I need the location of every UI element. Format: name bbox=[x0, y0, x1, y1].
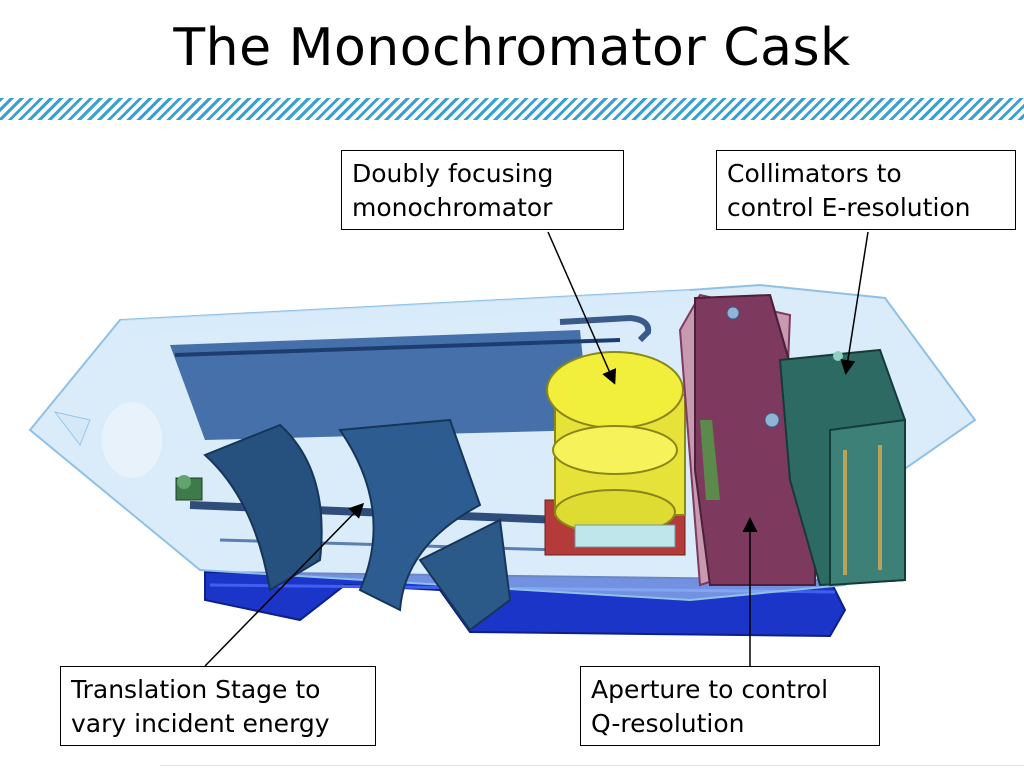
shield-block-front bbox=[418, 518, 512, 632]
title-underline-hatch bbox=[0, 98, 1024, 120]
shield-vane-left bbox=[203, 423, 323, 592]
leader-monochromator bbox=[547, 231, 617, 385]
callout-doubly-focusing-monochromator: Doubly focusing monochromator bbox=[341, 150, 624, 230]
leader-collimators bbox=[840, 231, 869, 375]
slide-title: The Monochromator Cask bbox=[173, 18, 851, 78]
leader-translation-stage bbox=[204, 502, 365, 667]
aperture-slot bbox=[700, 420, 720, 500]
back-plate bbox=[170, 330, 590, 440]
collimator-front bbox=[829, 418, 906, 587]
callout-translation-stage: Translation Stage to vary incident energ… bbox=[60, 666, 376, 746]
callout-collimators: Collimators to control E-resolution bbox=[716, 150, 1016, 230]
bottom-divider bbox=[160, 765, 1024, 766]
monochromator-foot bbox=[574, 524, 676, 548]
aperture-bolt-top bbox=[726, 306, 740, 320]
callout-line: Collimators to bbox=[727, 159, 902, 188]
motor-cap bbox=[177, 475, 191, 489]
entrance-cone bbox=[53, 411, 91, 447]
back-rail bbox=[174, 338, 621, 357]
callout-line: vary incident energy bbox=[71, 709, 330, 738]
aperture-bolt-mid bbox=[764, 412, 780, 428]
monochromator-top bbox=[546, 351, 684, 429]
callout-line: control E-resolution bbox=[727, 193, 971, 222]
callout-line: Doubly focusing bbox=[352, 159, 554, 188]
collimator-bolt bbox=[833, 351, 843, 361]
top-pipe bbox=[559, 314, 652, 343]
callout-aperture: Aperture to control Q-resolution bbox=[580, 666, 880, 746]
callout-line: Q-resolution bbox=[591, 709, 745, 738]
callout-line: Translation Stage to bbox=[71, 675, 321, 704]
monochromator-mid bbox=[552, 425, 678, 475]
shield-vane-right bbox=[338, 418, 482, 612]
cask-top-panel bbox=[120, 290, 690, 335]
callout-line: monochromator bbox=[352, 193, 553, 222]
entrance-window bbox=[102, 402, 162, 478]
callout-line: Aperture to control bbox=[591, 675, 829, 704]
